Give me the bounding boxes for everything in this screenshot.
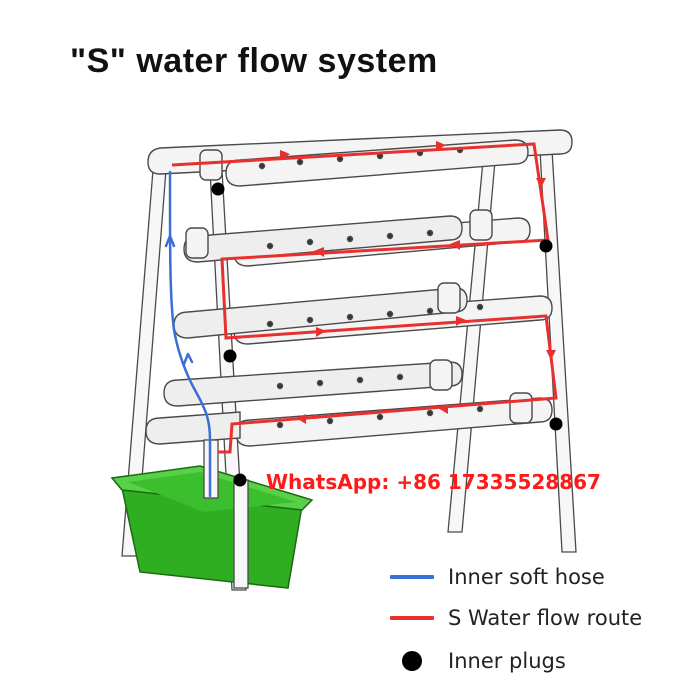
legend-item-plugs: Inner plugs [390,646,566,676]
plug-swatch [402,651,422,671]
hose-swatch [390,575,434,579]
pipe-row-4 [164,360,462,406]
red-line-icon [390,603,434,633]
flow-swatch [390,616,434,620]
plug-dot [550,418,563,431]
hose-arrow-2 [184,354,192,364]
blue-line-icon [390,562,434,592]
legend-label-hose: Inner soft hose [448,565,605,589]
watermark-contact: WhatsApp: +86 17335528867 [266,470,601,494]
plug-dot [540,240,553,253]
legend-label-flow: S Water flow route [448,606,642,630]
plug-dot [224,350,237,363]
legend-item-hose: Inner soft hose [390,562,605,592]
outlet-pipe [234,480,248,588]
legend-label-plugs: Inner plugs [448,649,566,673]
black-dot-icon [390,646,434,676]
plug-dot [234,474,247,487]
legend-item-flow: S Water flow route [390,603,642,633]
plug-dot [212,183,225,196]
